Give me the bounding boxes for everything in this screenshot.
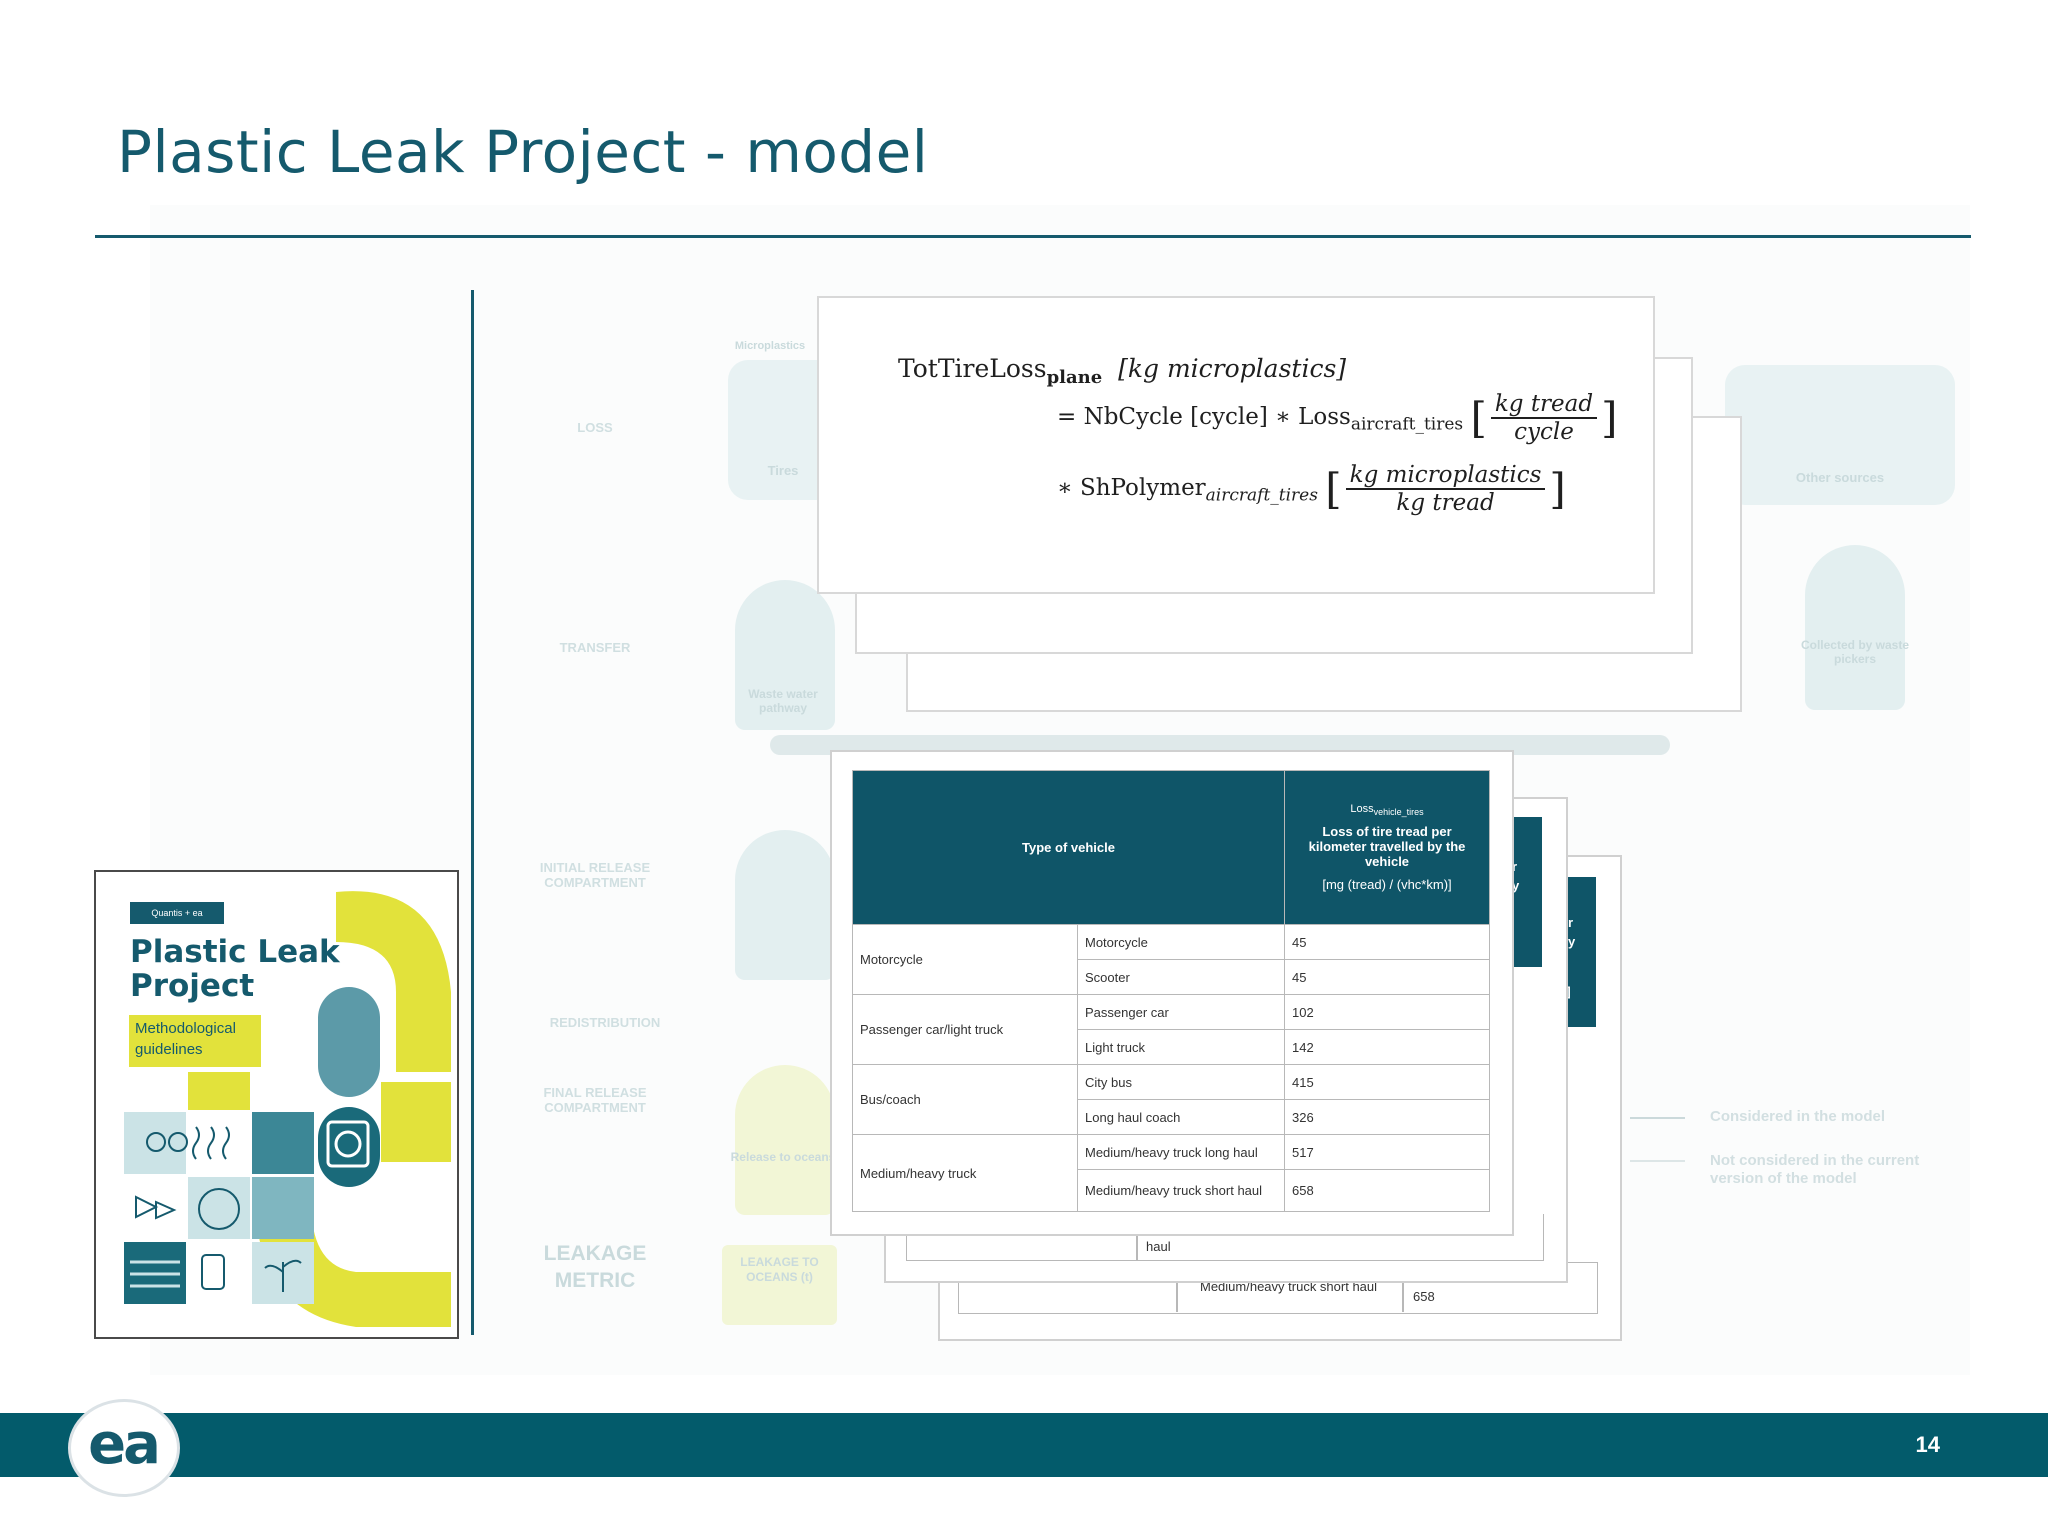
table-row: Motorcycle Motorcycle 45: [852, 924, 1490, 995]
col-vehicle-header: Type of vehicle: [852, 770, 1285, 925]
table-row: Bus/coach City bus 415: [852, 1064, 1490, 1135]
formula-line-3: ∗ ShPolymeraircraft_tires [kg microplast…: [1057, 462, 1566, 516]
waste-water-node: [735, 580, 835, 730]
type-cell: Motorcycle: [1077, 924, 1285, 960]
table-row: Light truck 142: [853, 1029, 1490, 1065]
table-row: Medium/heavy truck Medium/heavy truck lo…: [852, 1134, 1490, 1212]
waste-pickers-node: [1805, 545, 1905, 710]
back-1-haul: haul: [1146, 1239, 1171, 1254]
row-label-redistribution: REDISTRIBUTION: [549, 1015, 661, 1030]
release-compartment-node: [735, 830, 835, 980]
title-divider: [95, 235, 1971, 238]
release-to-oceans-label: Release to oceans: [730, 1150, 836, 1164]
table-card: Type of vehicle Lossvehicle_tires Loss o…: [830, 750, 1514, 1236]
formula-lhs-unit: [kg microplastics]: [1118, 354, 1347, 383]
back-2-header-y: y: [1568, 934, 1576, 949]
legend-line-not-considered: [1630, 1160, 1685, 1162]
formula-lhs: TotTireLoss: [898, 354, 1047, 383]
value-cell: 658: [1284, 1169, 1490, 1212]
value-cell: 45: [1284, 924, 1490, 960]
tires-label: Tires: [767, 463, 799, 478]
type-cell: Long haul coach: [1077, 1099, 1285, 1135]
loss-description: Loss of tire tread per kilometer travell…: [1308, 823, 1466, 869]
ea-logo: [68, 1399, 180, 1497]
formula-line-2: = NbCycle [cycle] ∗ Lossaircraft_tires […: [1057, 391, 1618, 445]
value-cell: 415: [1284, 1064, 1490, 1100]
footer-bar: [0, 1413, 2048, 1477]
booklet-cover: Quantis + ea Plastic Leak Project Method…: [94, 870, 459, 1339]
back-1-row: [906, 1214, 1544, 1261]
loss-symbol: Lossvehicle_tires: [1350, 803, 1424, 818]
table-row: Passenger car/light truck Passenger car …: [852, 994, 1490, 1065]
group-cell: Medium/heavy truck: [852, 1134, 1078, 1212]
page-title: Plastic Leak Project - model: [117, 118, 929, 186]
booklet-illustration: [124, 891, 451, 1327]
value-cell: 142: [1284, 1029, 1490, 1065]
back-1-header-y: y: [1512, 878, 1520, 893]
type-cell: Medium/heavy truck short haul: [1077, 1169, 1285, 1212]
vertical-divider: [471, 290, 474, 1335]
category-label: Microplastics: [734, 340, 806, 352]
booklet-subtitle: Methodological guidelines: [129, 1015, 261, 1067]
table-row: Medium/heavy truck short haul 658: [853, 1169, 1490, 1212]
waste-pickers-label: Collected by waste pickers: [1800, 638, 1910, 666]
back-1-header-r: r: [1512, 859, 1518, 874]
formula-line-1: TotTireLossplane [kg microplastics]: [898, 354, 1346, 388]
other-sources-label: Other sources: [1795, 470, 1885, 485]
legend-considered: Considered in the model: [1710, 1108, 1886, 1125]
type-cell: Medium/heavy truck long haul: [1077, 1134, 1285, 1170]
loss-unit: [mg (tread) / (vhc*km)]: [1322, 876, 1452, 892]
value-cell: 326: [1284, 1099, 1490, 1135]
formula-line3-num: kg microplastics: [1345, 462, 1546, 490]
row-label-loss: LOSS: [577, 420, 613, 435]
back-1-col-sep: [1136, 1214, 1138, 1260]
vehicle-loss-table: Type of vehicle Lossvehicle_tires Loss o…: [852, 770, 1490, 1212]
back-2-header-r: r: [1568, 915, 1574, 930]
leakage-to-oceans-node: [722, 1245, 837, 1325]
row-label-transfer: TRANSFER: [559, 640, 631, 655]
legend-not-considered: Not considered in the current version of…: [1710, 1152, 1920, 1187]
formula-card: TotTireLossplane [kg microplastics] = Nb…: [817, 296, 1655, 594]
back-2-value-658: 658: [1413, 1289, 1435, 1304]
group-cell: Passenger car/light truck: [852, 994, 1078, 1065]
table-row: Scooter 45: [853, 959, 1490, 995]
other-sources-node: [1725, 365, 1955, 505]
ea-logo-text: ea: [88, 1412, 161, 1477]
formula-line2-prefix: = NbCycle [cycle] ∗ Loss: [1057, 404, 1351, 430]
page-number: 14: [1915, 1432, 1940, 1457]
back-2-col-sep-2: [1402, 1262, 1404, 1312]
type-cell: Scooter: [1077, 959, 1285, 995]
col-loss-header: Lossvehicle_tires Loss of tire tread per…: [1284, 770, 1490, 925]
formula-line2-den: cycle: [1514, 419, 1574, 445]
value-cell: 517: [1284, 1134, 1490, 1170]
formula-line2-sub: aircraft_tires: [1350, 414, 1464, 435]
leakage-to-oceans-label: LEAKAGE TO OCEANS (t): [740, 1255, 819, 1284]
row-label-final-release: FINAL RELEASE COMPARTMENT: [543, 1085, 647, 1115]
legend-line-considered: [1630, 1117, 1685, 1119]
formula-line3-sub: aircraft_tires: [1205, 485, 1318, 506]
row-label-initial-release: INITIAL RELEASE COMPARTMENT: [539, 860, 651, 890]
group-cell: Motorcycle: [852, 924, 1078, 995]
waste-water-label: Waste water pathway: [748, 687, 818, 715]
value-cell: 102: [1284, 994, 1490, 1030]
type-cell: City bus: [1077, 1064, 1285, 1100]
back-2-col-sep-1: [1176, 1262, 1178, 1312]
value-cell: 45: [1284, 959, 1490, 995]
table-row: Long haul coach 326: [853, 1099, 1490, 1135]
formula-line2-num: kg tread: [1490, 391, 1598, 419]
type-cell: Light truck: [1077, 1029, 1285, 1065]
leakage-metric-label: LEAKAGE METRIC: [543, 1242, 647, 1292]
formula-lhs-sub: plane: [1046, 367, 1103, 388]
booklet-title: Plastic Leak Project: [130, 934, 340, 1004]
formula-line3-prefix: ∗ ShPolymer: [1057, 475, 1206, 501]
type-cell: Passenger car: [1077, 994, 1285, 1030]
booklet-badge: Quantis + ea: [130, 902, 224, 924]
release-to-oceans-node: [735, 1065, 835, 1215]
formula-line3-den: kg tread: [1396, 490, 1495, 516]
group-cell: Bus/coach: [852, 1064, 1078, 1135]
